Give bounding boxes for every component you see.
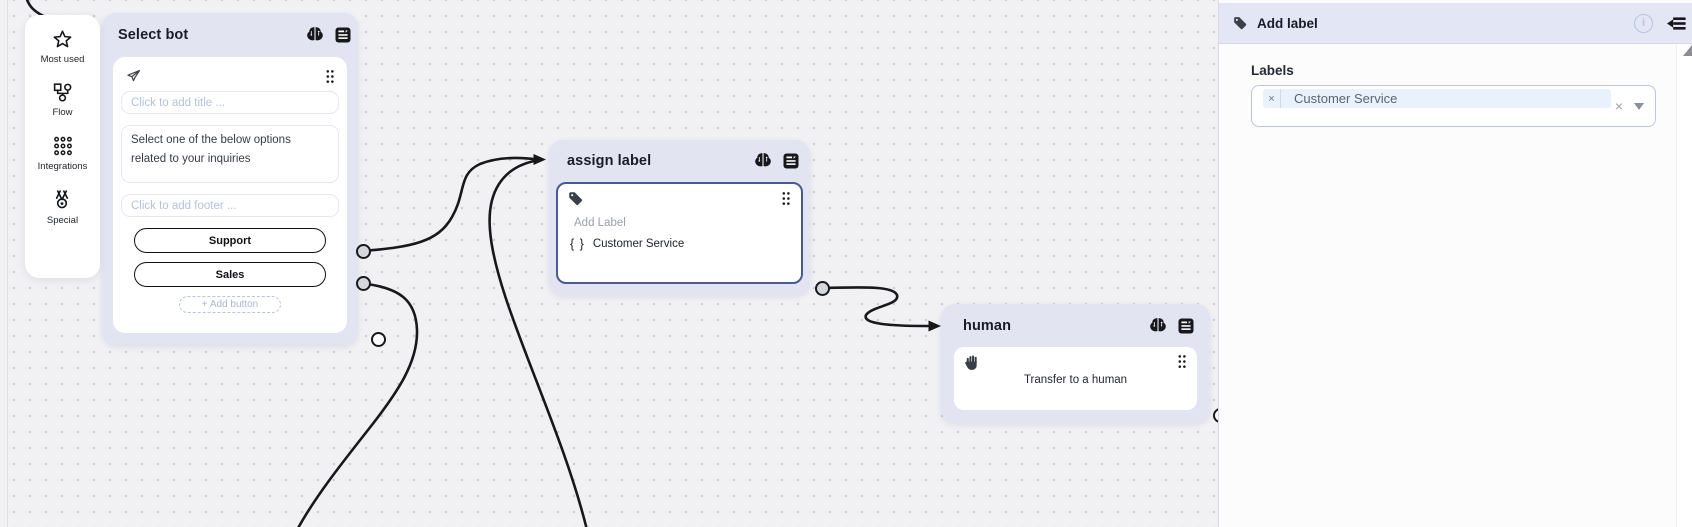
- ai-brain-icon[interactable]: [305, 25, 325, 45]
- palette-item-label: Flow: [52, 107, 73, 118]
- ai-brain-icon[interactable]: [1148, 316, 1168, 336]
- port-sales-output[interactable]: [355, 276, 371, 291]
- chip-remove-icon[interactable]: ×: [1263, 89, 1281, 108]
- footer-placeholder-field[interactable]: Click to add footer ...: [121, 194, 339, 217]
- option-button-support[interactable]: Support: [134, 228, 326, 253]
- node-title[interactable]: assign label: [567, 153, 652, 169]
- tag-icon: [1232, 15, 1248, 31]
- node-assign-label[interactable]: assign label Add Label { } Customer Serv…: [549, 140, 810, 295]
- block-palette: Most used Flow Integrations Special: [25, 15, 100, 278]
- drag-handle-icon[interactable]: [780, 190, 792, 207]
- node-header: human: [941, 304, 1210, 347]
- port-selectbot-default-output[interactable]: [370, 332, 386, 347]
- select-clear-icon[interactable]: ×: [1614, 98, 1623, 114]
- node-header: Select bot: [102, 13, 358, 57]
- drag-handle-icon[interactable]: [1176, 353, 1188, 370]
- notes-icon[interactable]: [333, 25, 353, 45]
- labels-select[interactable]: × Customer Service ×: [1251, 85, 1656, 127]
- scroll-arrow-icon: [1683, 45, 1692, 56]
- send-icon: [125, 68, 142, 85]
- collapse-panel-icon[interactable]: [1667, 16, 1686, 31]
- settings-panel-header: Add label i: [1219, 3, 1692, 44]
- palette-item-label: Special: [46, 215, 79, 226]
- node-header: assign label: [549, 140, 810, 182]
- message-block-card[interactable]: Click to add title ... Select one of the…: [113, 57, 347, 333]
- human-transfer-card[interactable]: Transfer to a human: [954, 347, 1197, 410]
- chevron-down-icon[interactable]: [1634, 102, 1644, 110]
- chip-label: Customer Service: [1294, 91, 1398, 106]
- flow-icon: [52, 82, 73, 103]
- add-label-placeholder[interactable]: Add Label: [574, 217, 626, 229]
- labels-heading: Labels: [1251, 63, 1294, 78]
- add-button-action[interactable]: + Add button: [179, 296, 281, 313]
- info-icon[interactable]: i: [1634, 13, 1653, 33]
- integrations-icon: [52, 135, 74, 157]
- assign-label-card-selected[interactable]: Add Label { } Customer Service: [556, 182, 803, 284]
- node-select-bot[interactable]: Select bot Click to add title ... Select…: [102, 13, 358, 345]
- ai-brain-icon[interactable]: [753, 151, 773, 171]
- canvas-left-divider: [7, 0, 8, 527]
- panel-title: Add label: [1257, 15, 1318, 31]
- variable-braces-icon: { }: [570, 237, 585, 251]
- palette-item-special[interactable]: Special: [47, 189, 78, 226]
- port-support-output[interactable]: [355, 243, 371, 259]
- option-button-sales[interactable]: Sales: [134, 262, 326, 287]
- title-placeholder-field[interactable]: Click to add title ...: [121, 91, 339, 114]
- node-human[interactable]: human Transfer to a human: [941, 304, 1210, 423]
- panel-scrollbar[interactable]: [1676, 44, 1692, 527]
- palette-item-label: Integrations: [37, 161, 88, 172]
- palette-item-most-used[interactable]: Most used: [40, 29, 85, 65]
- message-text-field[interactable]: Select one of the below options related …: [121, 125, 339, 183]
- label-chip: × Customer Service: [1263, 89, 1611, 108]
- transfer-text: Transfer to a human: [1023, 374, 1128, 386]
- star-icon: [52, 29, 73, 50]
- settings-panel-body: Labels × Customer Service ×: [1219, 44, 1676, 527]
- drag-handle-icon[interactable]: [324, 68, 336, 85]
- assigned-label-value[interactable]: Customer Service: [592, 238, 685, 250]
- notes-icon[interactable]: [1176, 316, 1196, 336]
- node-title[interactable]: Select bot: [118, 27, 189, 43]
- medal-icon: [51, 189, 73, 211]
- palette-item-label: Most used: [40, 54, 85, 65]
- hand-icon: [963, 353, 981, 371]
- palette-item-flow[interactable]: Flow: [52, 82, 73, 118]
- settings-panel: Add label i Labels × Customer Service ×: [1218, 0, 1692, 527]
- palette-item-integrations[interactable]: Integrations: [37, 135, 88, 172]
- node-title[interactable]: human: [963, 317, 1012, 334]
- tag-icon: [567, 190, 584, 207]
- notes-icon[interactable]: [781, 151, 801, 171]
- port-assign-output[interactable]: [814, 280, 830, 296]
